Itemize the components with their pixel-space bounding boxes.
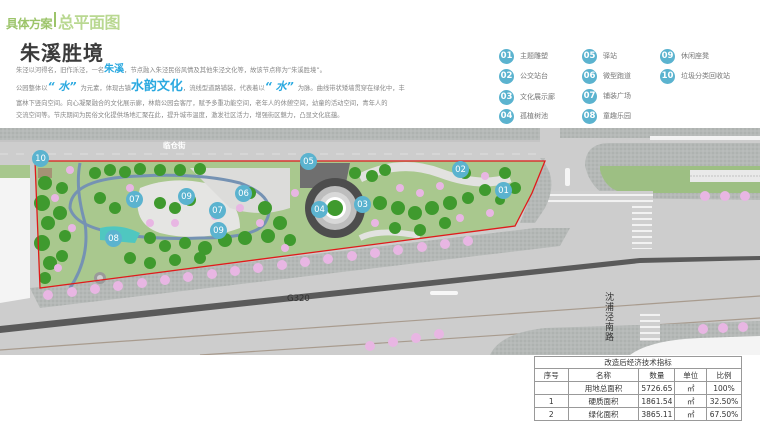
legend-label: 公交站台 bbox=[520, 72, 548, 80]
cell-unit: ㎡ bbox=[674, 394, 707, 408]
road-label-north: 临仓街 bbox=[163, 141, 186, 150]
legend-label: 铺装广场 bbox=[603, 92, 631, 100]
legend-item: 07 铺装广场 bbox=[582, 88, 631, 104]
intro-line-2: 公园整体以“ 水” 为元素，体现古镇水韵文化，流线型道路铺装，代表着以“ 水” … bbox=[16, 78, 506, 98]
legend-item: 02 公交站台 bbox=[499, 68, 548, 84]
text: 为脉。曲线带状矮墙贯穿在绿化中，丰 bbox=[297, 84, 405, 92]
number-badge-icon: 10 bbox=[660, 68, 675, 84]
legend-item: 08 童趣乐园 bbox=[582, 108, 631, 124]
table-row: 用地总面积 5726.65 ㎡ 100% bbox=[534, 381, 742, 395]
road-label-east: 沈浦泾南路 bbox=[603, 292, 613, 342]
highlight-water: “ 水” bbox=[47, 79, 77, 93]
legend-item: 06 微型跑道 bbox=[582, 68, 631, 84]
legend-item: 10 垃圾分类回收站 bbox=[660, 68, 730, 84]
legend: 01 主题雕塑 02 公交站台 03 文化展示廊 04 孤植树池 05 驿站 06 微型跑道… bbox=[499, 48, 759, 127]
section-main-title: 总平面图 bbox=[58, 13, 121, 32]
site-plan-map: 临仓街 G320 沈浦泾南路 10 05 02 01 06 07 09 07 0… bbox=[0, 128, 760, 355]
column-header: 数量 bbox=[638, 368, 676, 382]
cell-no: 2 bbox=[534, 407, 569, 421]
number-badge-icon: 06 bbox=[582, 68, 597, 84]
text: 朱泾以河得名，旧作泺泾，一名 bbox=[16, 67, 105, 74]
legend-label: 童趣乐园 bbox=[603, 112, 631, 120]
highlight-water: “ 水” bbox=[264, 79, 294, 93]
cell-qty: 5726.65 bbox=[638, 381, 676, 395]
legend-item: 04 孤植树池 bbox=[499, 108, 548, 124]
number-badge-icon: 01 bbox=[499, 48, 514, 64]
highlight-culture: 水韵文化 bbox=[130, 78, 183, 94]
map-marker: 07 bbox=[209, 202, 226, 219]
number-badge-icon: 02 bbox=[499, 68, 514, 84]
number-badge-icon: 04 bbox=[499, 108, 514, 124]
column-header: 单位 bbox=[674, 368, 707, 382]
column-header: 序号 bbox=[534, 368, 569, 382]
title-divider bbox=[54, 11, 57, 27]
map-marker: 10 bbox=[32, 150, 49, 167]
highlight-zhuxi: 朱溪 bbox=[104, 64, 125, 75]
legend-item: 05 驿站 bbox=[582, 48, 617, 64]
table-header: 序号 名称 数量 单位 比例 bbox=[534, 368, 742, 382]
table-caption: 改造后经济技术指标 bbox=[534, 356, 742, 369]
cell-name: 硬质面积 bbox=[567, 394, 640, 408]
page-heading: 朱溪胜境 bbox=[20, 41, 104, 65]
table-row: 1 硬质面积 1861.54 ㎡ 32.50% bbox=[534, 394, 742, 408]
cell-qty: 3865.11 bbox=[638, 407, 676, 421]
text: 为元素，体现古镇 bbox=[80, 84, 131, 92]
column-header: 名称 bbox=[567, 368, 640, 382]
cell-no: 1 bbox=[534, 394, 569, 408]
map-marker: 03 bbox=[354, 196, 371, 213]
intro-line-4: 交流空间等。节庆期间为民俗文化提供场地汇聚在此，提升城市温度，激发社区活力，增强… bbox=[16, 112, 344, 119]
legend-item: 03 文化展示廊 bbox=[499, 89, 555, 105]
section-title: 具体方案 总平面图 bbox=[6, 9, 121, 32]
intro-line-1: 朱泾以河得名，旧作泺泾，一名朱溪，节点融入朱泾民俗风情及其他朱泾文化等，故该节点… bbox=[16, 64, 506, 78]
text: 公园整体以 bbox=[16, 84, 48, 92]
map-marker: 04 bbox=[311, 201, 328, 218]
map-marker: 02 bbox=[452, 161, 469, 178]
section-subtitle: 具体方案 bbox=[6, 17, 53, 31]
legend-label: 驿站 bbox=[603, 52, 617, 60]
intro-line-3: 富林下竖向空间。向心凝聚融合的文化展示廊，林荫公园会客厅，赋予多重功能空间，老年… bbox=[16, 99, 388, 107]
table-row: 2 绿化面积 3865.11 ㎡ 67.50% bbox=[534, 407, 742, 421]
cell-ratio: 100% bbox=[706, 381, 742, 395]
map-marker: 09 bbox=[210, 222, 227, 239]
number-badge-icon: 08 bbox=[582, 108, 597, 124]
cell-qty: 1861.54 bbox=[638, 394, 676, 408]
map-marker: 06 bbox=[235, 185, 252, 202]
cell-name: 绿化面积 bbox=[567, 407, 640, 421]
map-marker: 01 bbox=[495, 182, 512, 199]
tech-indicator-table: 改造后经济技术指标 序号 名称 数量 单位 比例 用地总面积 5726.65 ㎡… bbox=[534, 356, 742, 421]
map-marker: 08 bbox=[105, 230, 122, 247]
text: ，节点融入朱泾民俗风情及其他朱泾文化等，故该节点称为“朱溪胜境”。 bbox=[124, 67, 326, 74]
legend-label: 主题雕塑 bbox=[520, 52, 548, 60]
map-marker: 05 bbox=[300, 153, 317, 170]
legend-label: 文化展示廊 bbox=[520, 93, 555, 101]
cell-unit: ㎡ bbox=[674, 381, 707, 395]
number-badge-icon: 09 bbox=[660, 48, 675, 64]
legend-label: 微型跑道 bbox=[603, 72, 631, 80]
cell-ratio: 32.50% bbox=[706, 394, 742, 408]
legend-label: 垃圾分类回收站 bbox=[681, 72, 730, 80]
map-marker: 09 bbox=[178, 188, 195, 205]
cell-unit: ㎡ bbox=[674, 407, 707, 421]
number-badge-icon: 05 bbox=[582, 48, 597, 64]
legend-item: 09 休闲座凳 bbox=[660, 48, 709, 64]
road-label-south: G320 bbox=[287, 294, 310, 304]
number-badge-icon: 07 bbox=[582, 88, 597, 104]
cell-name: 用地总面积 bbox=[567, 381, 640, 395]
legend-item: 01 主题雕塑 bbox=[499, 48, 548, 64]
number-badge-icon: 03 bbox=[499, 89, 514, 105]
map-marker: 07 bbox=[126, 191, 143, 208]
cell-ratio: 67.50% bbox=[706, 407, 742, 421]
text: ，流线型道路铺装，代表着以 bbox=[182, 84, 265, 92]
legend-label: 孤植树池 bbox=[520, 112, 548, 120]
column-header: 比例 bbox=[706, 368, 742, 382]
legend-label: 休闲座凳 bbox=[681, 52, 709, 60]
intro-text: 朱泾以河得名，旧作泺泾，一名朱溪，节点融入朱泾民俗风情及其他朱泾文化等，故该节点… bbox=[16, 64, 506, 123]
cell-no bbox=[534, 381, 569, 395]
